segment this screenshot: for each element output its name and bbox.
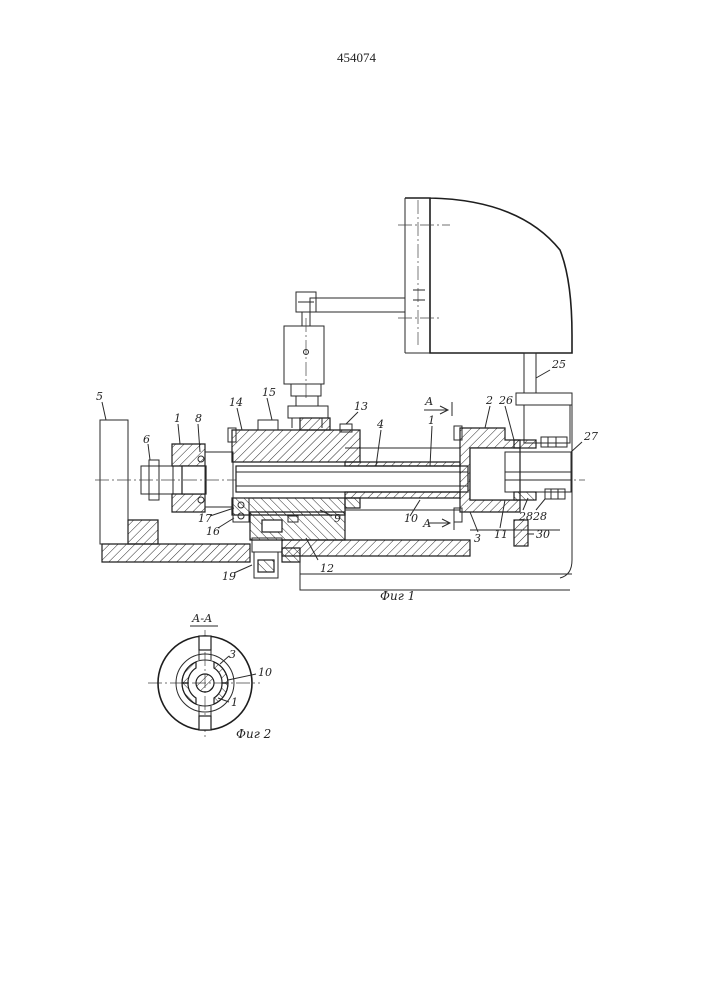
label-2: 2: [485, 394, 493, 407]
label-27: 27: [583, 430, 598, 443]
figure-1: А А: [95, 198, 598, 603]
core-shaft: [196, 674, 214, 692]
label-16: 16: [206, 525, 220, 538]
label-19: 19: [222, 570, 236, 583]
label-17: 17: [198, 512, 212, 525]
label-25: 25: [551, 358, 566, 371]
label-10: 10: [404, 512, 418, 525]
label-1-chuck: 1: [174, 412, 181, 425]
label-5: 5: [96, 390, 103, 403]
fig2-label-1: 1: [231, 696, 238, 709]
label-8: 8: [195, 412, 202, 425]
patent-number: 454074: [337, 50, 377, 65]
label-28-a: 28: [518, 510, 533, 523]
label-6: 6: [143, 433, 150, 446]
label-14: 14: [229, 396, 243, 409]
figure-2-caption: Фиг 2: [236, 727, 271, 741]
label-28-b: 28: [532, 510, 547, 523]
label-12: 12: [320, 562, 334, 575]
fig2-label-3: 3: [229, 648, 236, 661]
machine-head: [398, 198, 572, 353]
figure-1-caption: Фиг 1: [380, 589, 415, 603]
housing-2-3: [454, 426, 571, 546]
label-15: 15: [262, 386, 276, 399]
chuck-8: [172, 444, 233, 512]
fig2-label-10: 10: [258, 666, 272, 679]
figure-2: А-А 3 10 1 Фиг 2: [148, 612, 272, 741]
label-30: 30: [536, 528, 550, 541]
label-9: 9: [334, 512, 341, 525]
label-26: 26: [498, 394, 513, 407]
label-1-shaft: 1: [428, 414, 435, 427]
label-11: 11: [494, 528, 508, 541]
section-mark-upper: А: [424, 395, 433, 408]
section-a-a-title: А-А: [191, 612, 212, 625]
label-3: 3: [474, 532, 481, 545]
label-4: 4: [376, 418, 384, 431]
slide-arm: [284, 292, 405, 428]
section-mark-lower: А: [422, 517, 431, 530]
label-13: 13: [354, 400, 368, 413]
